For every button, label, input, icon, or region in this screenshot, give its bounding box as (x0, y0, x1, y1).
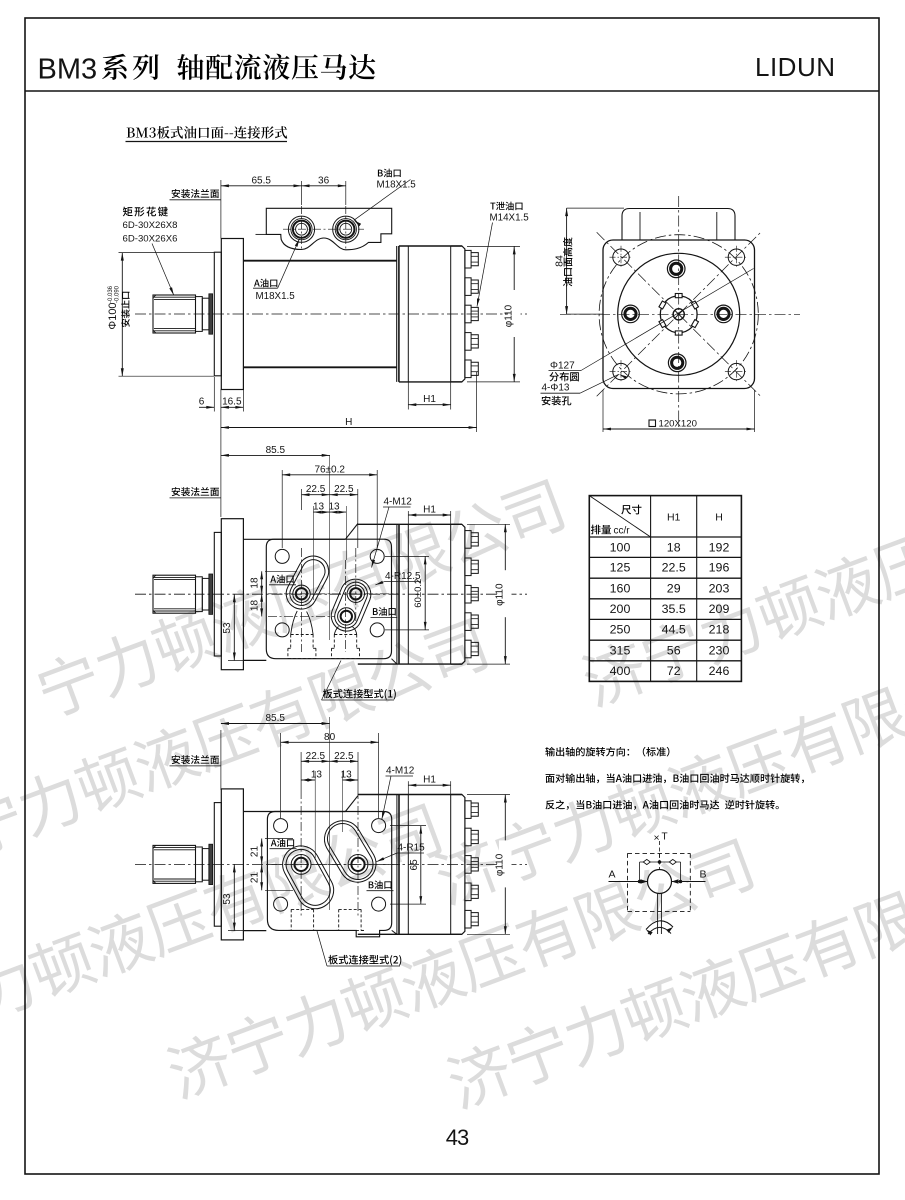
svg-text:120X120: 120X120 (659, 419, 697, 430)
svg-text:85.5: 85.5 (265, 713, 285, 724)
svg-text:13: 13 (341, 770, 353, 781)
svg-text:M18X1.5: M18X1.5 (256, 291, 296, 302)
svg-text:H1: H1 (423, 505, 436, 516)
svg-text:H: H (345, 417, 352, 428)
svg-text:43: 43 (446, 1125, 469, 1150)
svg-text:209: 209 (709, 602, 730, 616)
svg-text:M18X1.5: M18X1.5 (377, 180, 417, 191)
svg-text:196: 196 (709, 561, 730, 575)
svg-text:6: 6 (199, 397, 205, 408)
svg-text:B: B (699, 869, 706, 881)
svg-text:H: H (715, 512, 723, 524)
svg-text:T: T (662, 832, 668, 843)
svg-text:M14X1.5: M14X1.5 (490, 213, 530, 224)
svg-text:246: 246 (709, 664, 730, 678)
svg-text:80: 80 (324, 732, 336, 743)
svg-text:60±0.2: 60±0.2 (413, 579, 424, 608)
svg-text:44.5: 44.5 (662, 623, 686, 637)
svg-text:18: 18 (250, 577, 261, 589)
svg-text:230: 230 (709, 644, 730, 658)
svg-text:218: 218 (709, 623, 730, 637)
svg-text:21: 21 (250, 846, 261, 858)
svg-text:Φ100: Φ100 (107, 302, 119, 329)
svg-text:192: 192 (709, 540, 730, 554)
svg-text:13: 13 (311, 770, 323, 781)
svg-text:4-Φ13: 4-Φ13 (542, 383, 570, 394)
svg-text:φ110: φ110 (495, 583, 506, 606)
svg-text:65: 65 (409, 859, 420, 871)
svg-text:65.5: 65.5 (251, 175, 271, 186)
svg-text:H1: H1 (667, 512, 681, 524)
svg-text:18: 18 (667, 540, 681, 554)
svg-text:35.5: 35.5 (662, 602, 686, 616)
svg-text:200: 200 (610, 602, 631, 616)
svg-text:84: 84 (554, 255, 566, 267)
svg-text:16.5: 16.5 (222, 397, 242, 408)
svg-text:LIDUN: LIDUN (755, 52, 836, 82)
svg-text:56: 56 (667, 644, 681, 658)
svg-text:BM3: BM3 (38, 54, 98, 86)
svg-text:22.5: 22.5 (334, 484, 354, 495)
svg-text:cc/r: cc/r (614, 526, 631, 537)
svg-text:85.5: 85.5 (266, 445, 286, 456)
svg-text:53: 53 (222, 622, 233, 634)
svg-text:H1: H1 (423, 394, 436, 405)
svg-text:×: × (654, 832, 660, 844)
svg-text:250: 250 (610, 623, 631, 637)
svg-text:22.5: 22.5 (334, 751, 354, 762)
svg-text:-0.036: -0.036 (108, 285, 114, 303)
svg-text:400: 400 (610, 664, 631, 678)
svg-text:100: 100 (610, 540, 631, 554)
svg-text:21: 21 (250, 872, 261, 884)
svg-text:72: 72 (667, 664, 681, 678)
svg-text:H1: H1 (423, 775, 436, 786)
svg-text:22.5: 22.5 (662, 561, 686, 575)
svg-text:-0.090: -0.090 (114, 285, 120, 303)
svg-text:Φ127: Φ127 (550, 361, 575, 372)
svg-text:4-R15: 4-R15 (398, 843, 426, 854)
svg-text:4-M12: 4-M12 (386, 766, 415, 777)
svg-text:22.5: 22.5 (306, 751, 326, 762)
svg-text:φ110: φ110 (495, 853, 506, 876)
svg-text:125: 125 (610, 561, 631, 575)
svg-text:6D-30X26X6: 6D-30X26X6 (123, 234, 178, 245)
svg-text:29: 29 (667, 582, 681, 596)
svg-text:160: 160 (610, 582, 631, 596)
svg-text:13: 13 (313, 502, 325, 513)
svg-text:φ110: φ110 (504, 304, 515, 327)
svg-text:315: 315 (610, 644, 631, 658)
svg-text:18: 18 (250, 600, 261, 612)
svg-text:4-R12.5: 4-R12.5 (385, 571, 421, 582)
svg-text:A: A (608, 869, 615, 881)
svg-text:53: 53 (222, 893, 233, 905)
svg-text:36: 36 (318, 175, 330, 186)
svg-text:203: 203 (709, 582, 730, 596)
svg-text:6D-30X26X8: 6D-30X26X8 (123, 220, 178, 231)
svg-text:4-M12: 4-M12 (384, 497, 413, 508)
svg-text:22.5: 22.5 (306, 484, 326, 495)
svg-text:13: 13 (328, 502, 340, 513)
